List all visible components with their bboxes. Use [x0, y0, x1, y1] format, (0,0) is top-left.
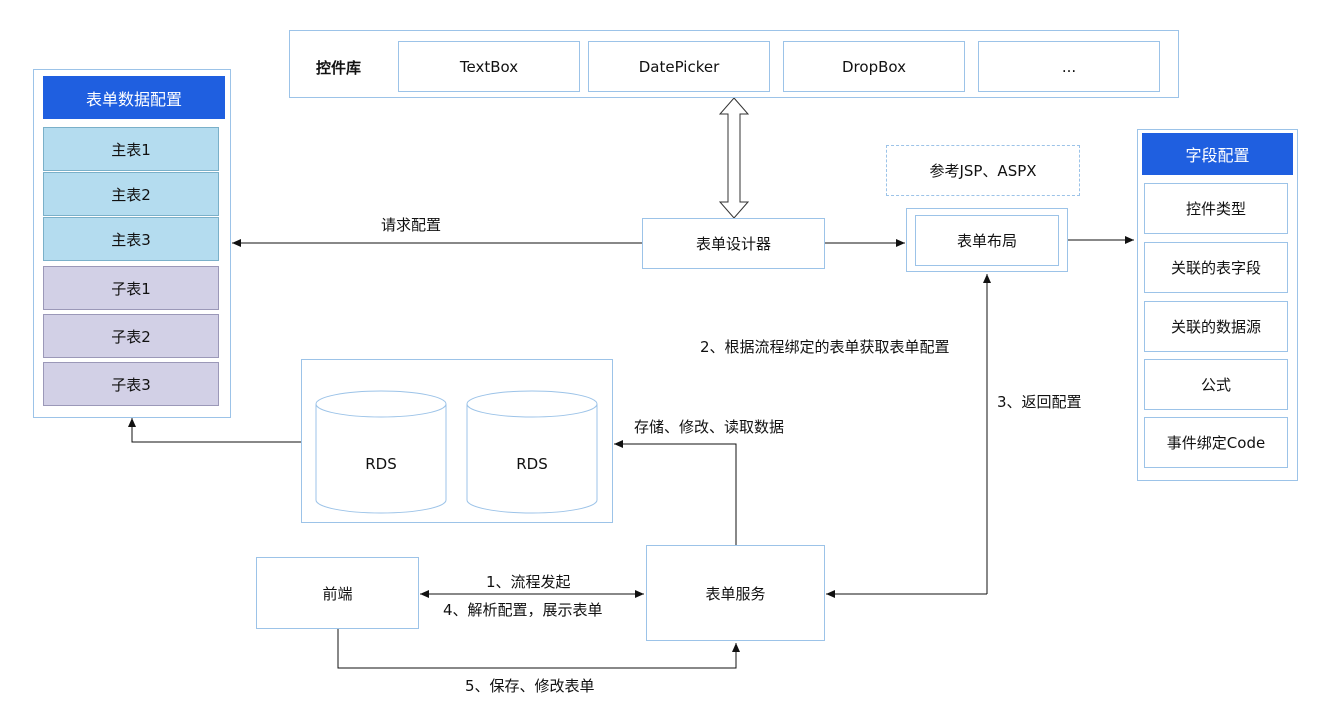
- sub-table-2: 子表2: [43, 314, 219, 358]
- database-1-label: RDS: [365, 455, 397, 473]
- control-item-datepicker: DatePicker: [588, 41, 770, 92]
- form-designer-node: 表单设计器: [642, 218, 825, 269]
- label-store-data: 存储、修改、读取数据: [634, 418, 785, 436]
- label-return-config: 3、返回配置: [997, 393, 1082, 411]
- field-event-binding: 事件绑定Code: [1144, 417, 1288, 468]
- database-2-label: RDS: [516, 455, 548, 473]
- field-control-type: 控件类型: [1144, 183, 1288, 234]
- layout-ref-note: 参考JSP、ASPX: [886, 145, 1080, 196]
- label-parse-config: 4、解析配置，展示表单: [443, 601, 603, 619]
- field-linked-datasource: 关联的数据源: [1144, 301, 1288, 352]
- main-table-1: 主表1: [43, 127, 219, 171]
- edge-storage-config: [128, 418, 301, 443]
- control-item-dropbox: DropBox: [783, 41, 965, 92]
- main-table-2: 主表2: [43, 172, 219, 216]
- label-save-form: 5、保存、修改表单: [465, 677, 595, 695]
- field-config-header: 字段配置: [1142, 133, 1293, 175]
- control-item-textbox: TextBox: [398, 41, 580, 92]
- label-get-config: 2、根据流程绑定的表单获取表单配置: [700, 338, 950, 356]
- control-library-title: 控件库: [316, 59, 362, 77]
- field-formula: 公式: [1144, 359, 1288, 410]
- main-table-3: 主表3: [43, 217, 219, 261]
- edge-service-storage: [614, 440, 737, 545]
- form-layout-node: 表单布局: [915, 215, 1059, 266]
- form-service-node: 表单服务: [646, 545, 825, 641]
- sub-table-3: 子表3: [43, 362, 219, 406]
- edge-save-form: [337, 629, 740, 669]
- control-item-more: ...: [978, 41, 1160, 92]
- label-request-config: 请求配置: [381, 216, 442, 234]
- database-icon-1: [315, 390, 447, 514]
- sub-table-1: 子表1: [43, 266, 219, 310]
- label-start-flow: 1、流程发起: [486, 573, 571, 591]
- database-icon-2: [466, 390, 598, 514]
- form-data-config-header: 表单数据配置: [43, 76, 225, 119]
- frontend-node: 前端: [256, 557, 419, 629]
- field-linked-column: 关联的表字段: [1144, 242, 1288, 293]
